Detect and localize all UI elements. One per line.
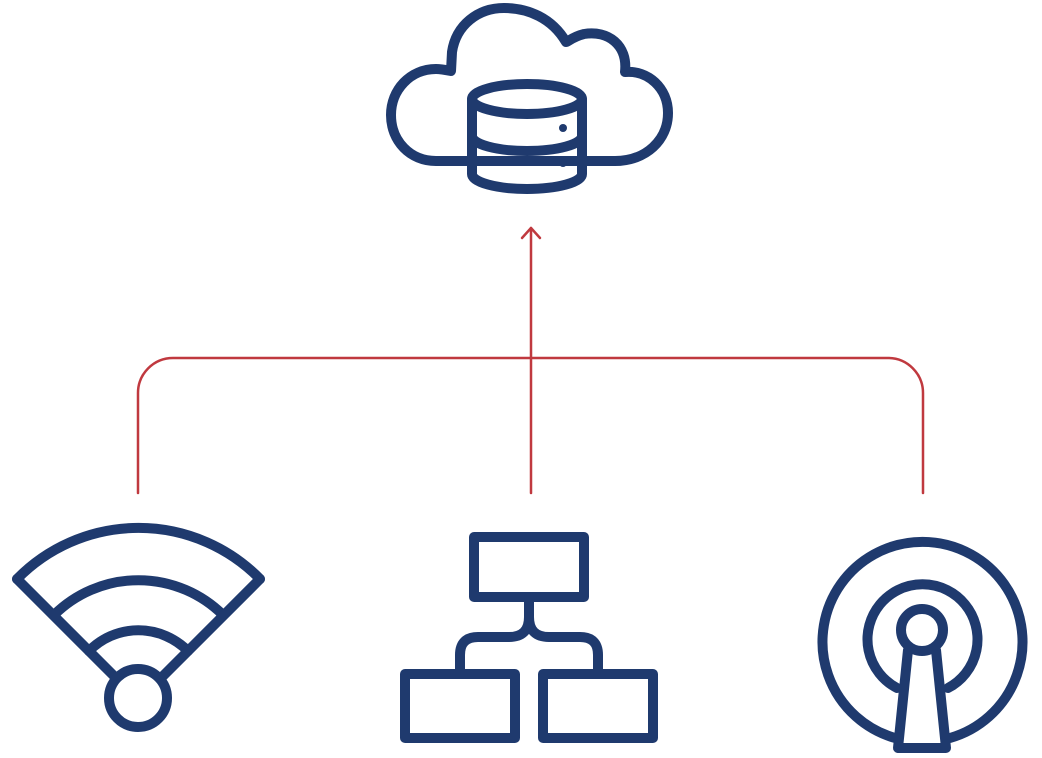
database-top [467,79,587,119]
cloud-outline [386,3,673,166]
wifi-arc-middle [49,575,228,620]
hierarchy-left-box [400,669,520,743]
wifi-icon [12,522,265,732]
signal-ring-outer [817,536,1028,743]
tower-head [896,604,948,656]
radio-tower-icon [817,536,1028,753]
connectors [136,226,925,495]
hierarchy-branch-right [524,612,603,679]
wifi-edge-right [158,574,265,681]
signal-ring-inner [862,579,983,693]
database-led-2 [559,159,567,167]
database-led-1 [559,124,567,132]
wifi-arc-inner [84,625,193,656]
hierarchy-right-box [538,669,658,743]
network-hierarchy-icon [400,532,658,743]
wifi-dot [104,664,172,732]
wifi-arc-outer [12,522,265,584]
arrow-head [520,226,542,240]
database-divider-1 [467,131,587,156]
hierarchy-branch-left [455,612,534,679]
wifi-edge-left [12,574,119,681]
cloud-database-icon [386,3,673,194]
hierarchy-top-box [469,532,589,602]
tower-legs [893,645,951,753]
database-body [467,94,587,194]
